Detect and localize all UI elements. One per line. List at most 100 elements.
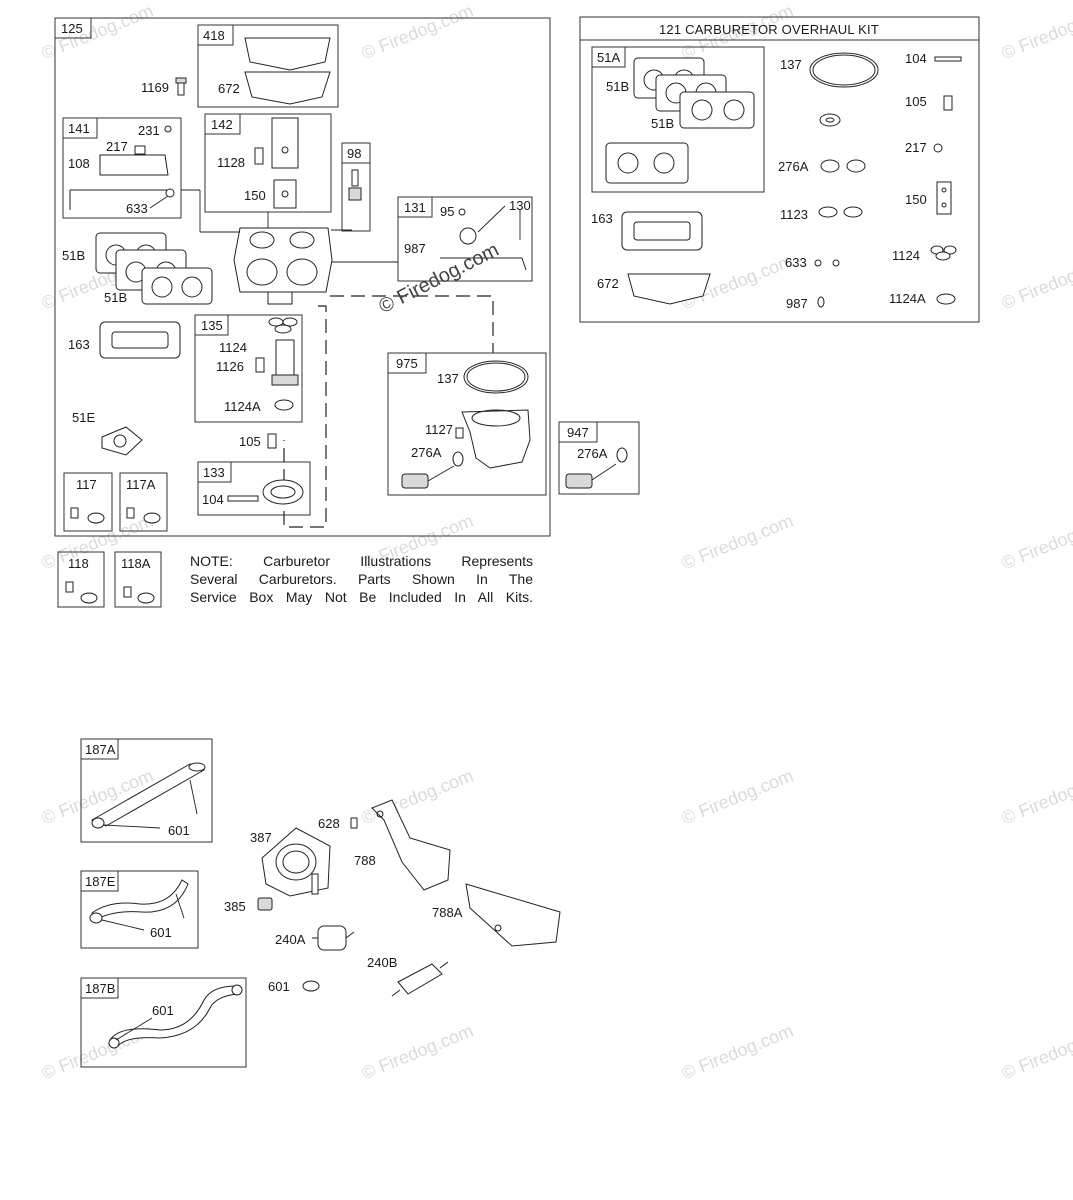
part-label: 130 — [509, 198, 531, 213]
part-label: 1124A — [224, 399, 261, 414]
needle-105: 105 — [239, 433, 277, 449]
part-label: 104 — [905, 51, 927, 66]
part-label: 1123 — [780, 207, 808, 222]
part-label: 1127 — [425, 422, 453, 437]
box-label: 131 — [404, 200, 426, 215]
part-label: 385 — [224, 899, 246, 914]
watermark: © Firedog.com — [679, 510, 796, 573]
box-label: 133 — [203, 465, 225, 480]
part-label: 231 — [138, 123, 160, 138]
box-label: 142 — [211, 117, 233, 132]
gasket-163: 163 — [68, 321, 181, 359]
part-label: 788A — [432, 905, 463, 920]
carburetor-body — [233, 227, 333, 305]
box-135: 135 1124 1126 1124A — [194, 314, 303, 423]
kit-box-121: 121 CARBURETOR OVERHAUL KIT — [579, 16, 980, 323]
part-label: 987 — [404, 241, 426, 256]
box-label: 187E — [85, 874, 116, 889]
part-label: 51E — [72, 410, 95, 425]
part-label: 163 — [591, 211, 613, 226]
watermark: © Firedog.com — [359, 765, 476, 828]
fuel-filter-240B: 240B — [367, 955, 449, 997]
bracket-788A: 788A — [432, 883, 561, 947]
svg-text:© Firedog.com: © Firedog.com — [375, 239, 502, 318]
screw-385: 385 — [224, 897, 273, 914]
main-box-125: 125 — [54, 17, 551, 537]
watermark: © Firedog.com — [359, 1020, 476, 1083]
gasket-51E: 51E — [72, 410, 143, 456]
part-label: 276A — [577, 446, 608, 461]
box-141: 141 231 217 108 633 — [62, 117, 182, 219]
part-label: 633 — [785, 255, 807, 270]
box-label: 141 — [68, 121, 90, 136]
part-label: 1169 — [141, 80, 169, 95]
box-label: 135 — [201, 318, 223, 333]
part-label: 1126 — [216, 359, 244, 374]
watermark: © Firedog.com — [39, 0, 156, 63]
part-label: 276A — [411, 445, 442, 460]
box-118: 118 — [57, 551, 105, 608]
kit-title: 121 CARBURETOR OVERHAUL KIT — [659, 22, 879, 37]
note-text: NOTE: Carburetor Illustrations Represent… — [190, 552, 533, 606]
kit-parts: 137 104 105 217 276A 150 163 1123 1124 6… — [591, 51, 962, 311]
note-line: Several Carburetors. Parts Shown In The — [190, 571, 533, 587]
screw-1169: 1169 — [141, 77, 187, 96]
bracket-788: 788 — [354, 799, 451, 891]
watermark: © Firedog.com — [359, 0, 476, 63]
part-label: 150 — [905, 192, 927, 207]
part-label: 672 — [218, 81, 240, 96]
watermark: © Firedog.com — [999, 510, 1073, 573]
fuel-filter-240A: 240A — [275, 925, 355, 951]
part-label: 95 — [440, 204, 454, 219]
box-label: 947 — [567, 425, 589, 440]
part-label: 163 — [68, 337, 90, 352]
part-label: 672 — [597, 276, 619, 291]
air-filter-gasket-shape — [244, 37, 331, 71]
part-label: 240A — [275, 932, 306, 947]
part-label: 104 — [202, 492, 224, 507]
watermark: © Firedog.com — [999, 250, 1073, 313]
part-label: 633 — [126, 201, 148, 216]
part-label: 51B — [651, 116, 674, 131]
part-label: 108 — [68, 156, 90, 171]
box-187B: 187B 601 — [80, 977, 247, 1068]
part-label: 105 — [239, 434, 261, 449]
part-label: 601 — [268, 979, 290, 994]
part-label: 1128 — [217, 155, 245, 170]
watermark: © Firedog.com — [999, 1020, 1073, 1083]
part-label: 788 — [354, 853, 376, 868]
part-label: 387 — [250, 830, 272, 845]
gasket-51B-set: 51B 51B — [62, 232, 213, 305]
box-51A: 51A 51B 51B — [591, 46, 765, 193]
box-418: 418 672 — [197, 24, 339, 108]
box-label: 51A — [597, 50, 620, 65]
screw-628: 628 — [318, 816, 358, 831]
fuel-pump-387: 387 — [250, 827, 331, 897]
box-label: 118A — [121, 556, 151, 571]
box-label: 187B — [85, 981, 115, 996]
part-label: 628 — [318, 816, 340, 831]
part-label: 51B — [62, 248, 85, 263]
part-label: 1124 — [219, 340, 247, 355]
box-187A: 187A 601 — [80, 738, 213, 843]
part-label: 601 — [168, 823, 190, 838]
box-117A: 117A — [119, 472, 168, 532]
part-label: 51B — [104, 290, 127, 305]
box-187E: 187E 601 — [80, 870, 199, 949]
part-label: 1124A — [889, 291, 926, 306]
box-131: 131 95 130 987 — [397, 196, 533, 282]
center-watermark: © Firedog.com — [375, 239, 502, 318]
part-label: 1124 — [892, 248, 920, 263]
throttle-plate-shape — [99, 154, 169, 176]
part-label: 51B — [606, 79, 629, 94]
part-label: 601 — [150, 925, 172, 940]
box-label: 187A — [85, 742, 116, 757]
clamp-601: 601 — [268, 979, 320, 994]
box-label: 975 — [396, 356, 418, 371]
box-142: 142 1128 150 — [204, 113, 332, 213]
box-117: 117 — [63, 472, 113, 532]
watermark: © Firedog.com — [679, 1020, 796, 1083]
box-label: 125 — [61, 21, 83, 36]
part-label: 105 — [905, 94, 927, 109]
